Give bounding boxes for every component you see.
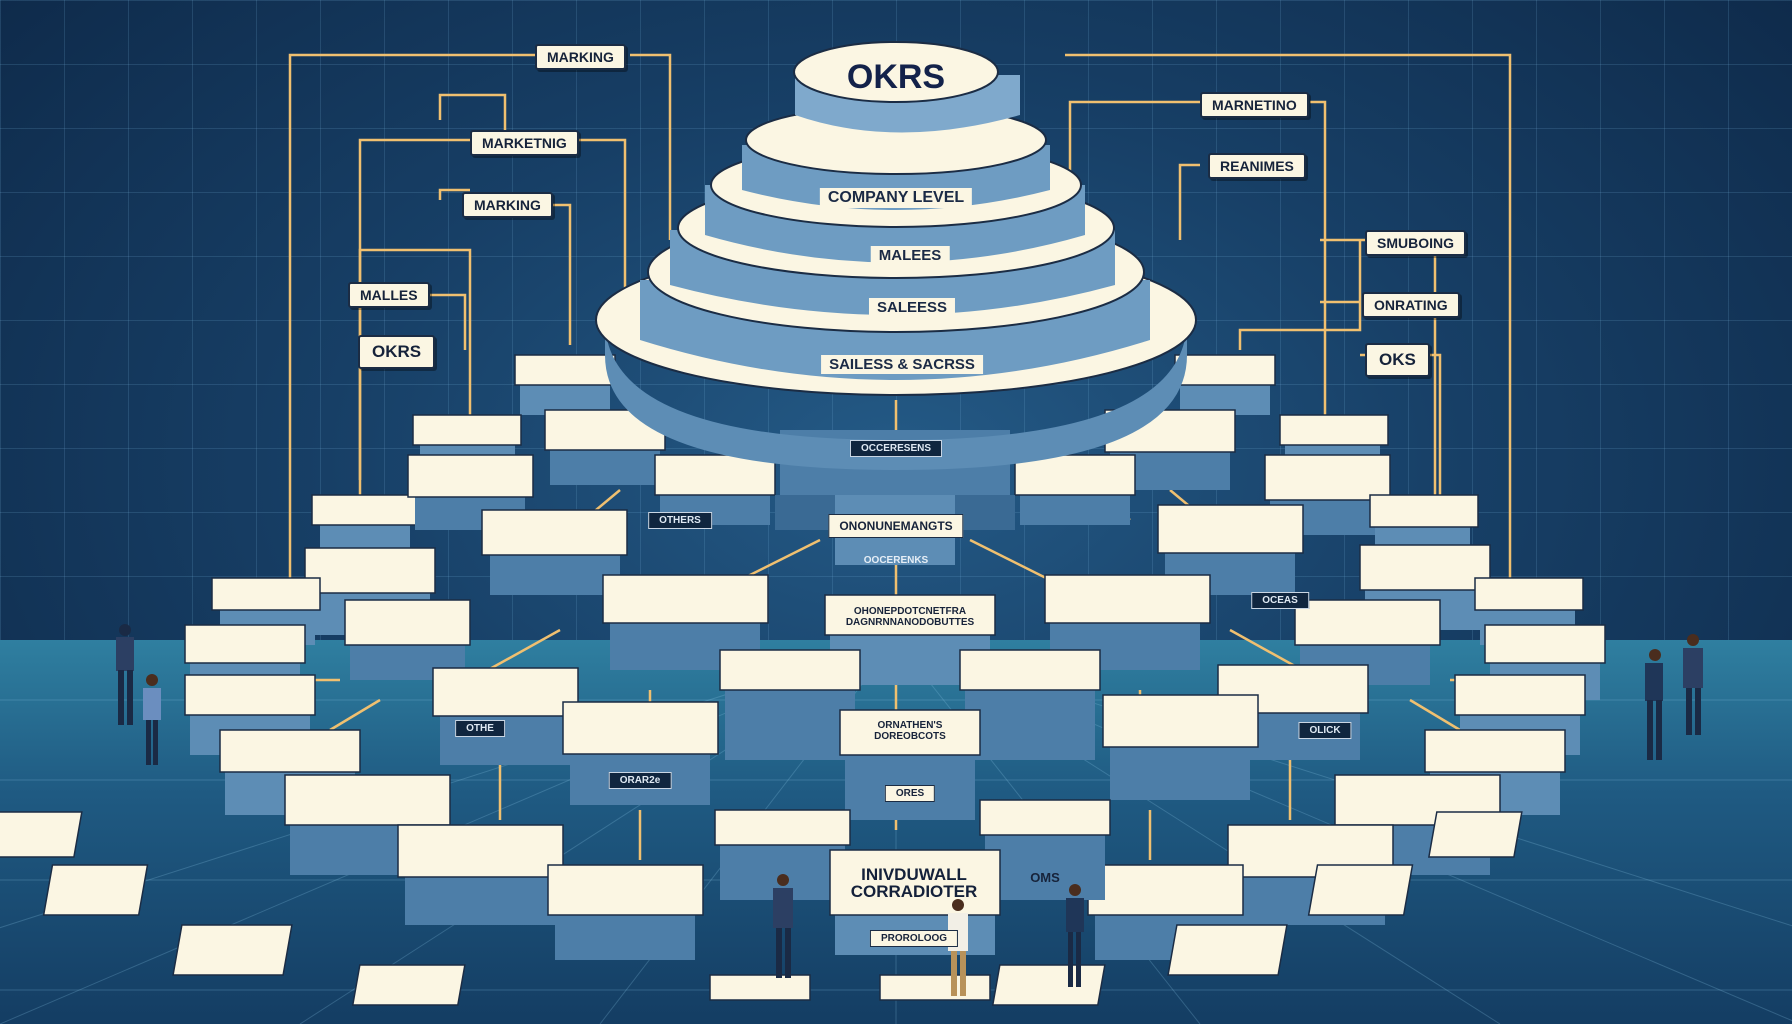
team-card <box>1167 924 1288 976</box>
right-tag-5: OKS <box>1365 343 1430 377</box>
tier-label-3: SALEESS <box>868 298 956 317</box>
team-plate-2: OTHE <box>455 720 505 737</box>
center-box-label-4: OHONEPDOTCNETFRA DAGNRNNANODOBUTTES <box>845 606 975 628</box>
person-icon <box>116 624 134 725</box>
team-card <box>1428 811 1523 858</box>
tier-label-4: SAILESS & SACRSS <box>821 355 983 374</box>
right-tag-3: SMUBOING <box>1365 230 1466 256</box>
team-box <box>1174 354 1276 415</box>
person-icon <box>773 874 793 978</box>
team-plate-5: OLICK <box>1298 722 1352 739</box>
team-boxes-left <box>0 354 776 1006</box>
team-box <box>1014 454 1136 525</box>
individual-contributor-label: INIVDUWALL CORRADIOTER <box>850 865 978 901</box>
center-box-label-5: ORNATHEN'S DOREOBCOTS <box>874 720 946 742</box>
individual-plate: PROROLOOG <box>869 930 959 947</box>
team-box <box>514 354 616 415</box>
person-icon <box>1683 634 1703 735</box>
left-tag-1: MARKING <box>535 44 626 70</box>
team-card <box>991 964 1106 1006</box>
person-icon <box>1645 649 1663 760</box>
tier-label-company: COMPANY LEVEL <box>819 188 973 208</box>
team-box <box>1087 864 1244 960</box>
team-card <box>351 964 466 1006</box>
team-box <box>562 701 719 805</box>
team-plate-3: OTHERS <box>648 512 712 529</box>
team-card <box>0 811 83 858</box>
center-box-label-7: OMS <box>1030 870 1060 885</box>
okr-cake-tiers <box>595 41 1197 470</box>
page-title: OKRS <box>846 58 946 96</box>
tier-label-2: MALEES <box>870 246 950 265</box>
team-boxes-right <box>991 354 1606 1006</box>
team-box <box>547 864 704 960</box>
center-plate-6: ORES <box>884 785 936 802</box>
team-box <box>432 667 579 765</box>
right-tag-2: REANIMES <box>1208 153 1306 179</box>
team-box <box>311 494 418 555</box>
center-box-label-2: ONONUNEMANGTS <box>828 514 964 538</box>
team-box <box>602 574 769 670</box>
team-plate-1: ORAR2e <box>608 772 672 789</box>
team-card <box>172 924 293 976</box>
team-box <box>1264 454 1391 535</box>
left-tag-4: MALLES <box>348 282 430 308</box>
person-icon <box>1066 884 1084 987</box>
team-box <box>397 824 564 925</box>
team-card <box>42 864 149 916</box>
left-tag-3: MARKING <box>462 192 553 218</box>
person-icon <box>143 674 161 765</box>
right-tag-1: MARNETINO <box>1200 92 1309 118</box>
center-plate-1: OCCERESENS <box>849 440 943 457</box>
right-tag-4: ONRATING <box>1362 292 1460 318</box>
team-plate-4: OCEAS <box>1251 592 1309 609</box>
team-box <box>481 509 628 595</box>
left-tag-2: MARKETNIG <box>470 130 579 156</box>
center-box-label-3: OOCERENKS <box>863 555 929 566</box>
left-tag-5: OKRS <box>358 335 436 369</box>
team-card <box>1307 864 1414 916</box>
team-box <box>1102 694 1259 800</box>
